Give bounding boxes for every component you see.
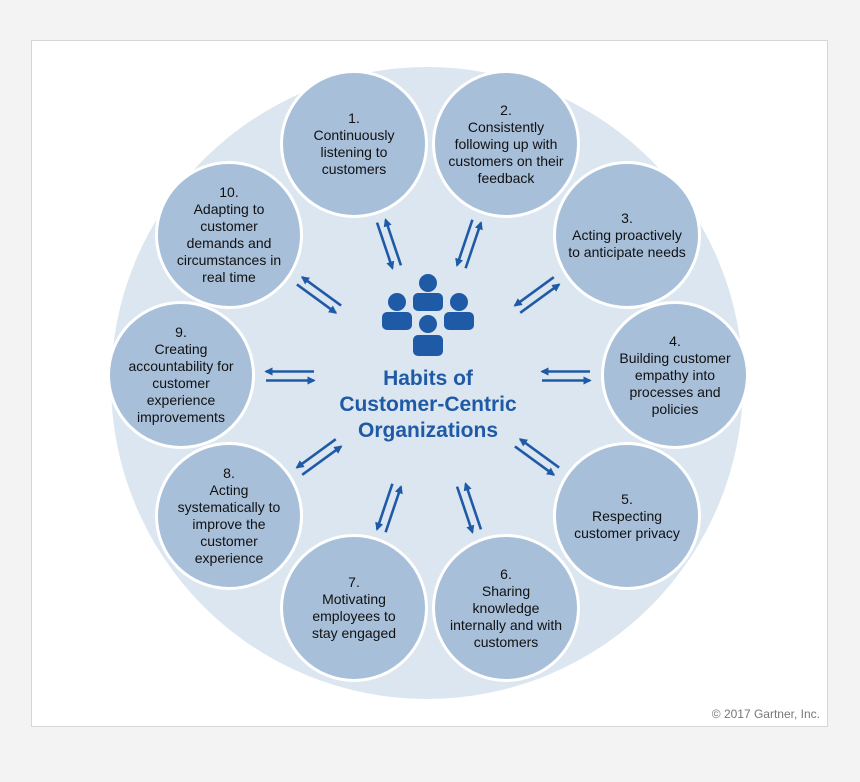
habit-node-3: 3. Acting proactively to anticipate need… [553, 161, 701, 309]
habit-text: Continuously listening to customers [313, 127, 395, 177]
habit-number: 4. [669, 332, 681, 349]
double-arrow-icon-in-10 [296, 283, 338, 314]
habit-node-6: 6. Sharing knowledge internally and with… [432, 534, 580, 682]
habit-node-9: 9. Creating accountability for customer … [107, 301, 255, 449]
habit-text: Sharing knowledge internally and with cu… [449, 582, 563, 650]
habit-text: Acting proactively to anticipate needs [568, 226, 686, 260]
double-arrow-icon-out-7 [375, 483, 394, 531]
center-title-line-1: Habits of [383, 367, 473, 390]
habit-number: 9. [175, 324, 187, 340]
double-arrow-icon-in-8 [301, 445, 343, 476]
habit-text: Consistently following up with customers… [448, 118, 564, 186]
center-title: Habits of Customer-Centric Organizations [300, 366, 556, 444]
habit-text: Respecting customer privacy [574, 507, 680, 541]
habit-number: 8. [223, 465, 235, 481]
center-title-line-3: Organizations [357, 419, 499, 442]
double-arrow-icon-in-3 [513, 276, 555, 307]
habit-number: 5. [621, 490, 633, 507]
habit-node-7: 7. Motivating employees to stay engaged [280, 534, 428, 682]
habit-number: 7. [348, 574, 360, 590]
habit-text: Motivating employees to stay engaged [311, 591, 397, 641]
habit-number: 6. [500, 565, 512, 582]
habit-number: 10. [219, 184, 239, 200]
habit-node-8: 8. Acting systematically to improve the … [155, 442, 303, 590]
double-arrow-icon-in-2 [455, 219, 474, 267]
double-arrow-icon-in-1 [375, 222, 395, 270]
habit-node-4: 4. Building customer empathy into proces… [601, 301, 749, 449]
copyright-notice: © 2017 Gartner, Inc. [711, 707, 820, 721]
habit-text: Adapting to customer demands and circums… [176, 201, 282, 285]
center-title-line-2: Customer-Centric [339, 393, 517, 416]
habit-node-2: 2. Consistently following up with custom… [432, 70, 580, 218]
habit-node-10: 10. Adapting to customer demands and cir… [155, 161, 303, 309]
double-arrow-icon-out-1 [383, 218, 403, 266]
habit-node-1: 1. Continuously listening to customers [280, 70, 428, 218]
habit-text: Building customer empathy into processes… [619, 349, 731, 417]
habit-number: 3. [621, 209, 633, 226]
double-arrow-icon-in-7 [384, 485, 403, 533]
habit-number: 1. [348, 110, 360, 126]
double-arrow-icon-in-6 [463, 482, 483, 530]
double-arrow-icon-in-5 [518, 438, 560, 469]
double-arrow-icon-out-10 [300, 276, 342, 307]
double-arrow-icon-out-5 [514, 445, 556, 476]
double-arrow-icon-out-2 [464, 221, 483, 269]
double-arrow-icon-out-6 [455, 486, 475, 534]
habit-text: Creating accountability for customer exp… [128, 341, 234, 425]
people-group-icon [382, 274, 474, 356]
habit-text: Acting systematically to improve the cus… [177, 482, 281, 566]
habit-node-5: 5. Respecting customer privacy [553, 442, 701, 590]
double-arrow-icon-out-8 [295, 438, 337, 469]
habit-number: 2. [500, 101, 512, 118]
double-arrow-icon-out-3 [519, 283, 561, 314]
